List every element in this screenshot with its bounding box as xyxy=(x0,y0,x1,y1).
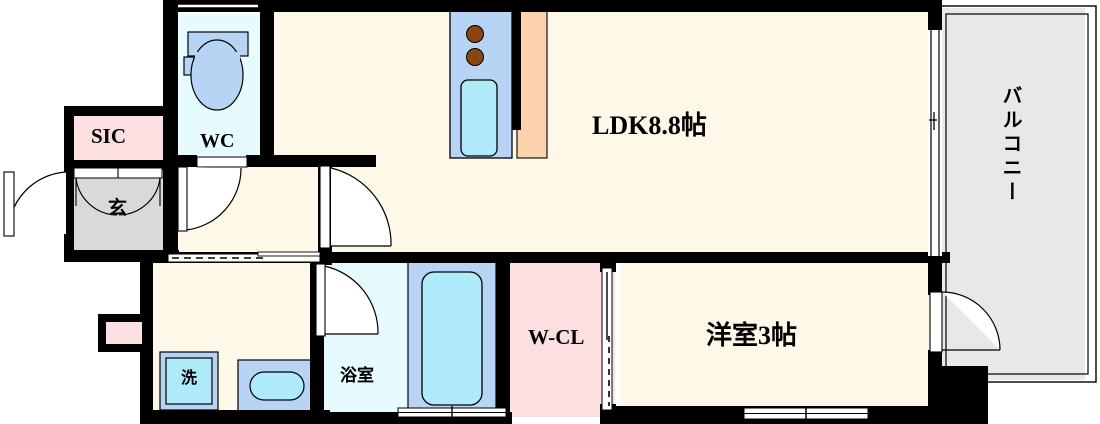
toilet-bowl xyxy=(190,39,244,111)
stove-burner-1 xyxy=(466,25,484,43)
room-fill-bedroom xyxy=(620,262,930,415)
room-fill-sic xyxy=(70,112,168,167)
kitchen-sink xyxy=(460,79,498,157)
sic-door xyxy=(73,167,163,216)
wcl-door xyxy=(601,267,613,411)
bathtub xyxy=(407,261,497,416)
kitchen-counter xyxy=(449,9,513,159)
balcony-door-ldk xyxy=(928,30,942,256)
room-fill-entrance xyxy=(72,168,167,253)
bathroom-door xyxy=(315,263,379,337)
balcony-door-bedroom xyxy=(929,291,1001,353)
ldk-door xyxy=(319,165,392,249)
refrigerator-space xyxy=(512,9,548,159)
kitchen-partition-wall xyxy=(512,10,521,130)
washroom-door xyxy=(167,251,321,263)
room-fill-balcony xyxy=(940,8,1085,380)
bathroom-window xyxy=(397,406,507,419)
pipe-shaft xyxy=(106,322,142,344)
wc-door xyxy=(177,156,248,232)
washer-space xyxy=(159,351,219,411)
stove-burner-2 xyxy=(466,48,484,66)
vanity-sink xyxy=(237,359,317,413)
bedroom-window xyxy=(743,406,869,421)
toilet xyxy=(183,31,249,111)
entrance-door xyxy=(3,171,67,237)
room-fill-wcl xyxy=(510,262,615,417)
